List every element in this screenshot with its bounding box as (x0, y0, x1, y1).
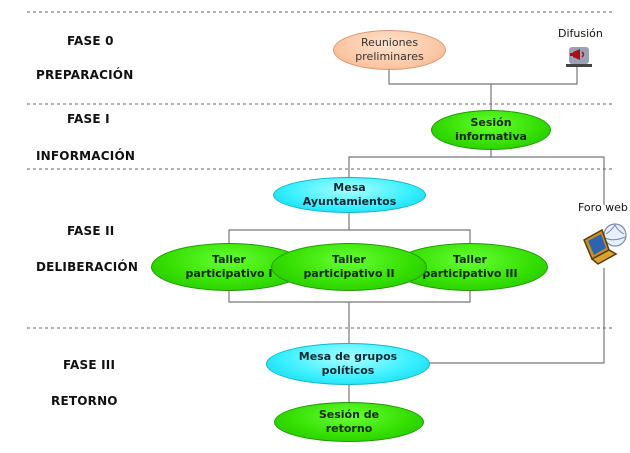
node-taller2-line2: participativo II (303, 267, 395, 280)
phase-1-name: FASE I (67, 112, 110, 126)
phase-0-title: PREPARACIÓN (36, 68, 134, 82)
node-mesa-grupos-line2: políticos (321, 364, 375, 377)
phase-2-name: FASE II (67, 224, 115, 238)
node-retorno-line1: Sesión de (318, 408, 380, 422)
phase-1-title: INFORMACIÓN (36, 149, 136, 163)
node-taller2-line1: Taller (332, 253, 366, 267)
phase-3-name: FASE III (63, 358, 116, 372)
megaphone-icon (565, 44, 593, 68)
node-taller1-line2: participativo I (185, 267, 273, 280)
connector-talleres-top (228, 229, 471, 246)
node-mesa-line2: Ayuntamientos (302, 195, 397, 208)
laptop-globe-icon (582, 222, 628, 266)
node-sesion-line2: informativa (455, 130, 527, 143)
node-mesa-line1: Mesa (333, 181, 366, 195)
difusion-label: Difusión (558, 27, 603, 40)
node-taller3-line2: participativo III (422, 267, 518, 280)
foro-web-label: Foro web (578, 201, 628, 214)
node-taller3-line1: Taller (453, 253, 487, 267)
connector-sesion-mesa (348, 148, 492, 179)
node-mesa-grupos-line1: Mesa de grupos (298, 350, 398, 364)
node-reuniones-line2: preliminares (355, 50, 424, 63)
node-retorno-line2: retorno (325, 422, 373, 435)
phase-2-title: DELIBERACIÓN (36, 260, 139, 274)
node-sesion-line1: Sesión (470, 116, 512, 130)
phase-3-title: RETORNO (51, 394, 118, 408)
node-reuniones-line1: Reuniones (360, 36, 419, 50)
node-taller1-line1: Taller (212, 253, 246, 267)
connector-fase0 (388, 64, 578, 85)
phase-0-name: FASE 0 (67, 34, 114, 48)
connector-sesion-foro (491, 156, 605, 205)
connector-foro-mesa-grupos (429, 268, 605, 364)
